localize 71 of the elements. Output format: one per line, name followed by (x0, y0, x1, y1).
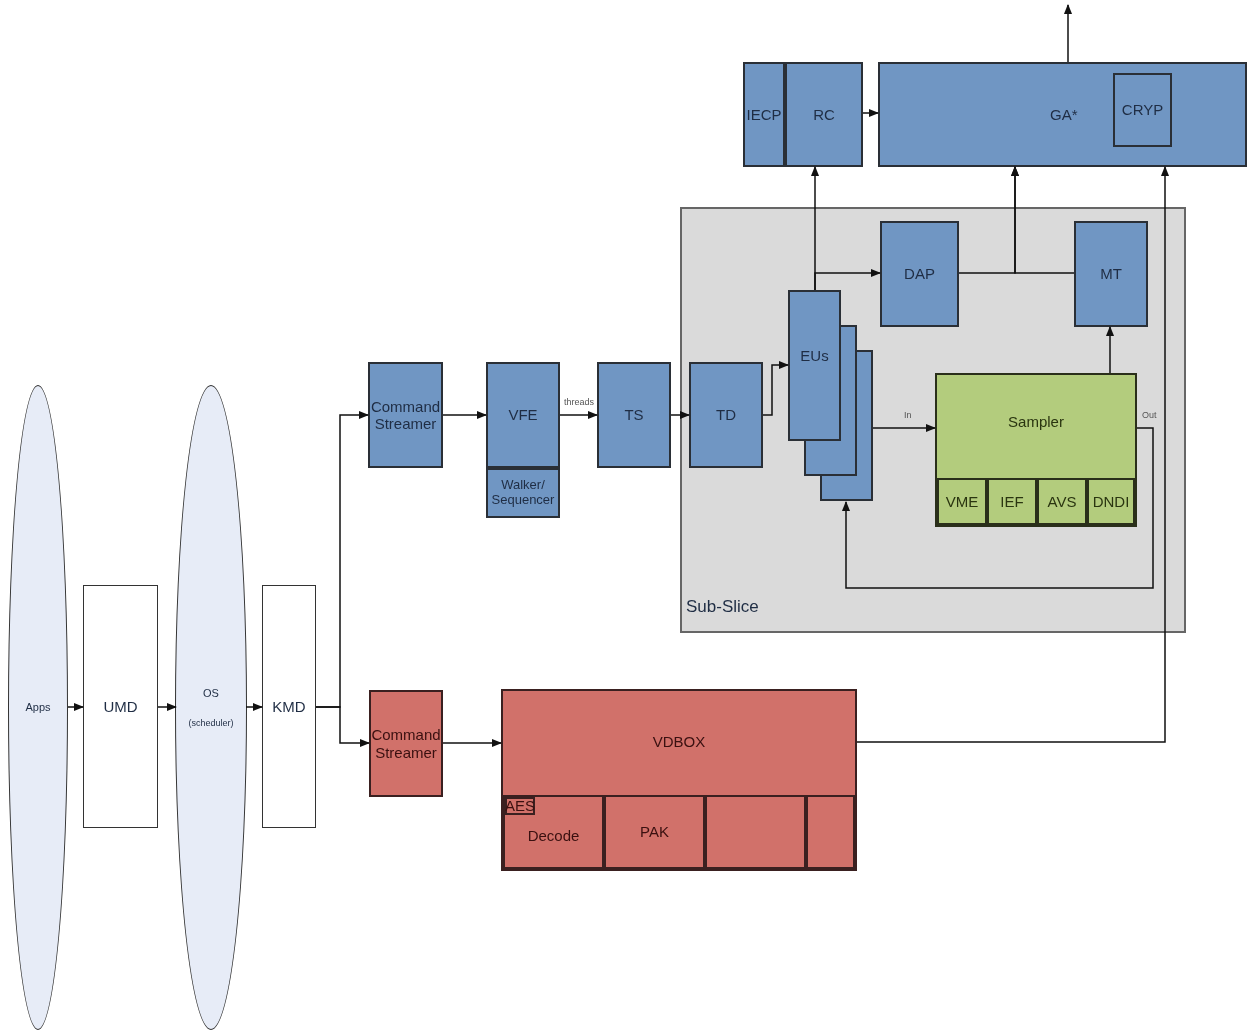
arrow (1010, 165, 1075, 274)
process-box (880, 221, 959, 327)
node-label: UMD (103, 697, 138, 716)
process-box (486, 468, 560, 518)
process-box (83, 585, 158, 828)
node-label: EUs (800, 346, 829, 365)
process-box (689, 362, 763, 468)
process-box (937, 478, 987, 525)
process-box (1074, 221, 1148, 327)
node-label: KMD (272, 697, 306, 716)
group-container (680, 207, 1186, 633)
node-label: IECP (746, 105, 782, 124)
process-box (604, 795, 705, 869)
stacked-box (788, 290, 873, 502)
process-box (987, 478, 1037, 525)
process-box (1037, 478, 1087, 525)
arrow (856, 165, 1170, 743)
arrow (315, 706, 371, 748)
node-label: VFE (508, 406, 538, 424)
process-box (743, 62, 785, 167)
node-label: Apps (25, 701, 51, 714)
arrow (442, 410, 488, 420)
node-label: Command Streamer (371, 726, 441, 761)
node-label: Command Streamer (370, 397, 441, 433)
arrow (762, 360, 790, 416)
arrow (442, 738, 503, 748)
node-label: DAP (904, 265, 935, 283)
node-label: TD (716, 406, 736, 424)
arrow (841, 427, 1154, 589)
arrow (810, 165, 820, 291)
process-box (503, 795, 604, 869)
process-box (369, 690, 443, 797)
edge-label: threads (563, 397, 596, 407)
process-box (486, 362, 560, 468)
empty-box (806, 795, 855, 869)
arrow (559, 410, 599, 420)
process-box (1113, 73, 1172, 147)
node-label: VDBOX (652, 733, 706, 751)
node-label: (scheduler) (188, 717, 234, 728)
node-label: GA* (1050, 105, 1078, 124)
node-label: IEF (1000, 492, 1024, 511)
arrow (67, 702, 85, 712)
process-box (501, 689, 857, 871)
process-box (935, 373, 1137, 527)
node-label: Walker/ Sequencer (490, 478, 556, 508)
process-box (597, 362, 671, 468)
process-box (262, 585, 316, 828)
node-label: MT (1100, 265, 1122, 283)
node-label: OS (203, 687, 219, 700)
node-label: PAK (640, 823, 669, 841)
process-box (878, 62, 1247, 167)
edge-label: Out (1141, 410, 1158, 420)
arrow (670, 410, 691, 420)
group-label: Sub-Slice (686, 597, 759, 617)
arrow (862, 108, 880, 118)
node-label: AVS (1047, 492, 1077, 511)
arrow (1063, 3, 1073, 63)
arrow (872, 423, 937, 433)
arrow (245, 702, 264, 712)
node-label: RC (813, 105, 835, 124)
node-label: CRYP (1121, 101, 1164, 119)
node-label: DNDI (1092, 492, 1130, 511)
node-label: Sampler (1008, 413, 1064, 431)
process-box (785, 62, 863, 167)
arrow (1105, 325, 1115, 374)
node-label: VME (945, 492, 979, 511)
node-label: TS (624, 406, 644, 424)
edge-label: In (903, 410, 913, 420)
node-label: Decode (527, 827, 580, 845)
process-box (1087, 478, 1135, 525)
process-box (368, 362, 443, 468)
